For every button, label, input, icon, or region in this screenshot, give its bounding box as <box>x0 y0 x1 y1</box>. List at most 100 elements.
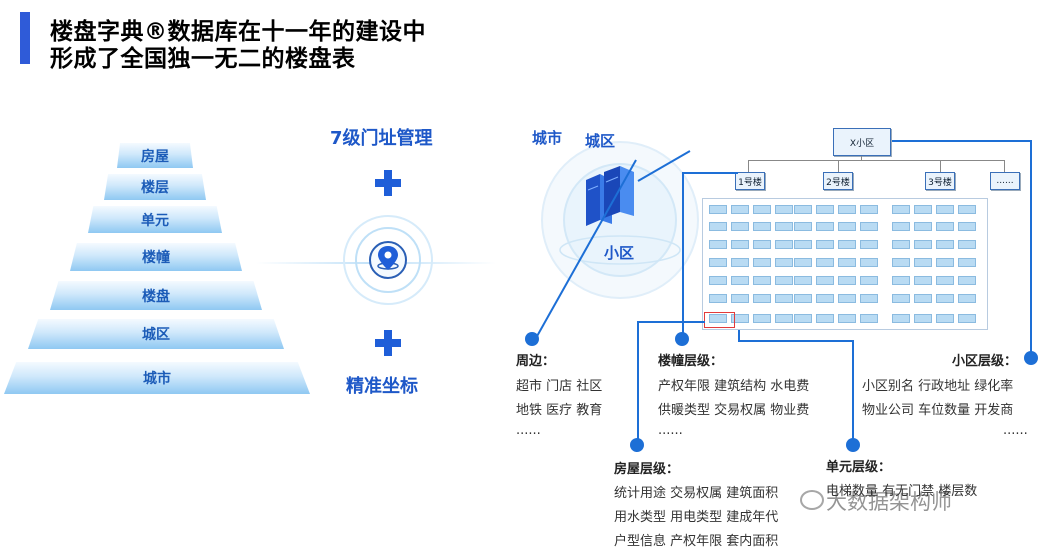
tree-cell <box>860 294 878 303</box>
highlighted-house-cell <box>704 312 735 328</box>
tree-cell <box>958 240 976 249</box>
tree-cell <box>958 294 976 303</box>
pyramid-level-city: 城市 <box>4 362 310 394</box>
page-title-line2: 形成了全国独一无二的楼盘表 <box>50 46 356 72</box>
tree-cell <box>794 222 812 231</box>
wechat-icon <box>800 490 824 510</box>
tree-cell <box>860 205 878 214</box>
pyramid-level-estate: 楼盘 <box>50 281 262 310</box>
tree-cell <box>816 222 834 231</box>
tree-cell <box>731 276 749 285</box>
community-attr-line: ...... <box>1003 423 1028 438</box>
tree-cell <box>709 240 727 249</box>
unit-attr-line: 电梯数量 有无门禁 楼层数 <box>826 484 978 499</box>
tree-building-node: 2号楼 <box>823 172 853 190</box>
surroundings-attr-line: 超市 门店 社区 <box>516 379 603 394</box>
tree-cell <box>892 294 910 303</box>
tree-cell <box>838 240 856 249</box>
tree-cell <box>753 205 771 214</box>
address-management-label: 7级门址管理 <box>330 128 433 149</box>
tree-root-node: X小区 <box>833 128 891 156</box>
community-attr-line: 物业公司 车位数量 开发商 <box>862 403 1014 418</box>
tree-cell <box>914 276 932 285</box>
tree-cell <box>731 258 749 267</box>
tree-cell <box>838 314 856 323</box>
page-title-line1: 楼盘字典®数据库在十一年的建设中 <box>50 19 426 45</box>
house-level-title: 房屋层级： <box>614 462 680 477</box>
tree-cell <box>709 294 727 303</box>
tree-cell <box>838 205 856 214</box>
unit-connector <box>738 330 740 340</box>
house-connector <box>637 321 639 443</box>
tree-cell <box>753 222 771 231</box>
surroundings-level-dot <box>525 332 539 346</box>
tree-cell <box>914 294 932 303</box>
plus-icon-bottom <box>375 330 401 356</box>
tree-cell <box>936 258 954 267</box>
pyramid-level-district: 城区 <box>28 319 284 349</box>
tree-building-node: 1号楼 <box>735 172 765 190</box>
tree-cell <box>914 258 932 267</box>
city-label: 城市 <box>532 129 563 147</box>
community-connector <box>1030 140 1032 356</box>
tree-cell <box>958 276 976 285</box>
tree-cell <box>936 294 954 303</box>
surroundings-attr-line: 地铁 医疗 教育 <box>516 403 603 418</box>
tree-cell <box>892 314 910 323</box>
community-label: 小区 <box>604 244 635 262</box>
tree-cell <box>731 222 749 231</box>
building-level-dot <box>675 332 689 346</box>
tree-connector <box>838 160 839 172</box>
tree-cell <box>753 314 771 323</box>
tree-cell <box>775 258 793 267</box>
tree-cell <box>860 222 878 231</box>
building-connector <box>682 172 684 340</box>
precise-coordinates-label: 精准坐标 <box>346 376 418 397</box>
tree-cell <box>914 240 932 249</box>
tree-cell <box>794 240 812 249</box>
tree-cell <box>731 314 749 323</box>
tree-cell <box>892 258 910 267</box>
tree-cell <box>936 276 954 285</box>
tree-cell <box>794 314 812 323</box>
tree-cell <box>936 314 954 323</box>
unit-connector <box>852 340 854 440</box>
tree-cell <box>936 222 954 231</box>
tree-cell <box>816 294 834 303</box>
tree-cell <box>753 240 771 249</box>
pyramid-level-floor: 楼层 <box>104 174 206 200</box>
tree-cell <box>794 258 812 267</box>
tree-cell <box>838 258 856 267</box>
tree-cell <box>816 314 834 323</box>
community-connector <box>892 140 1032 142</box>
tree-connector <box>861 156 862 161</box>
tree-cell <box>860 314 878 323</box>
tree-cell <box>958 205 976 214</box>
tree-cell <box>838 294 856 303</box>
tree-cell <box>892 276 910 285</box>
tree-cell <box>753 276 771 285</box>
tree-cell <box>775 205 793 214</box>
tree-cell <box>794 205 812 214</box>
tree-connector <box>1004 160 1005 172</box>
building-attr-line: 供暖类型 交易权属 物业费 <box>658 403 810 418</box>
community-level-dot <box>1024 351 1038 365</box>
tree-cell <box>709 276 727 285</box>
tree-cell <box>775 294 793 303</box>
house-attr-line: 统计用途 交易权属 建筑面积 <box>614 486 779 501</box>
tree-cell <box>914 222 932 231</box>
district-label: 城区 <box>585 132 616 150</box>
pyramid-level-house: 房屋 <box>117 143 193 168</box>
tree-cell <box>892 240 910 249</box>
tree-building-node: 3号楼 <box>925 172 955 190</box>
title-accent-bar <box>20 12 30 64</box>
tree-cell <box>936 240 954 249</box>
tree-cell <box>709 222 727 231</box>
tree-cell <box>892 205 910 214</box>
tree-cell <box>892 222 910 231</box>
tree-cell <box>860 258 878 267</box>
tree-cell <box>958 222 976 231</box>
tree-connector <box>940 160 941 172</box>
tree-cell <box>838 222 856 231</box>
tree-cell <box>709 314 727 323</box>
